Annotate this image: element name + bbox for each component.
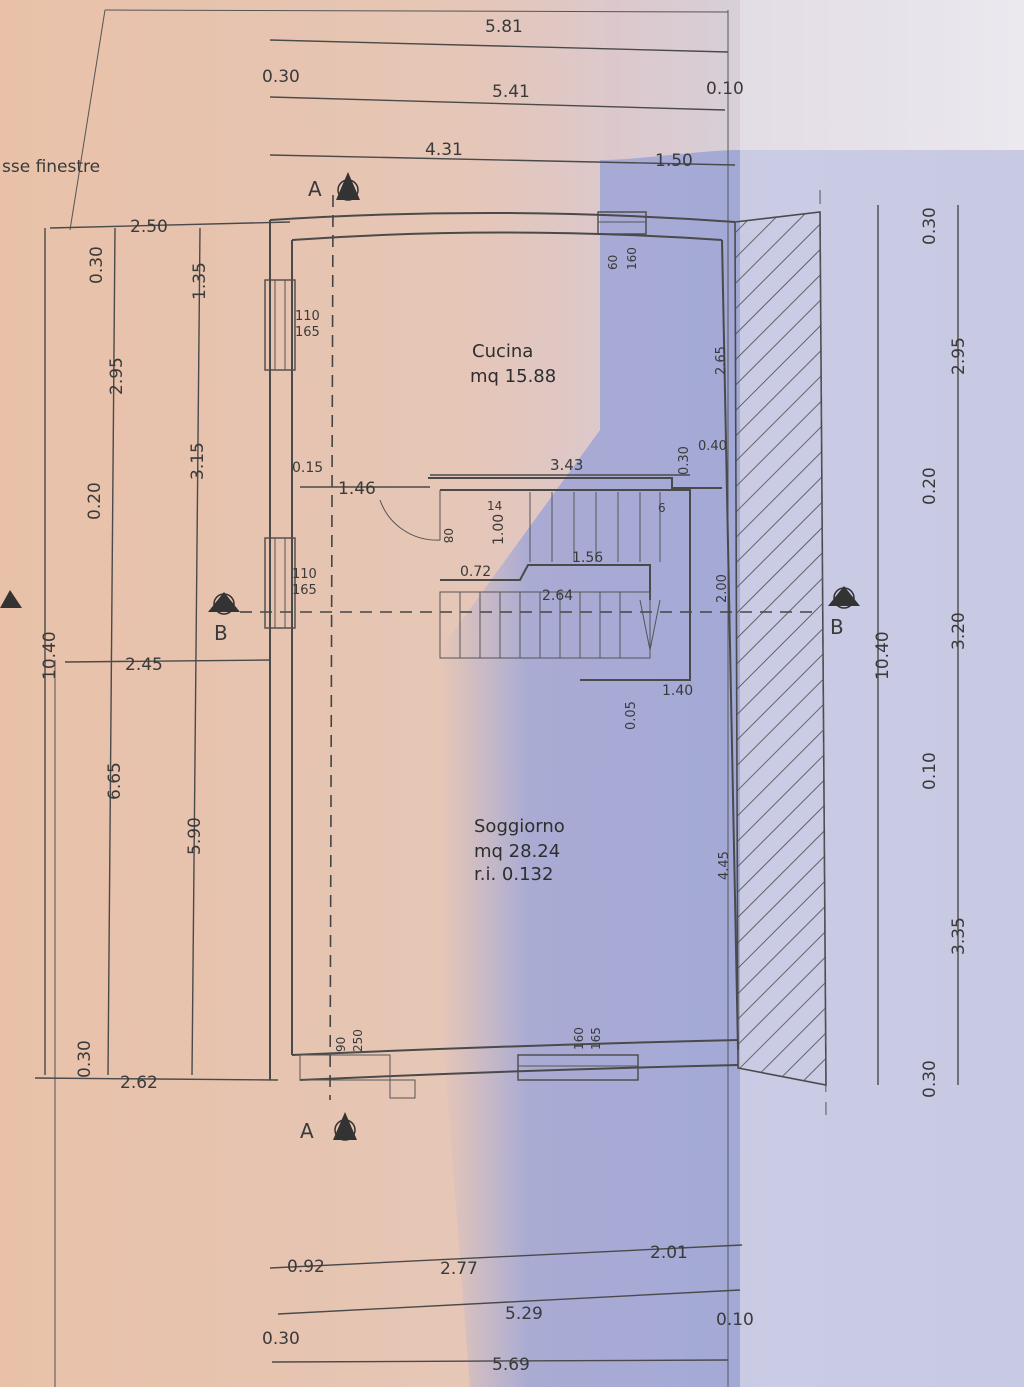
dim-kitchen-040: 0.40 <box>698 439 727 454</box>
window-bottom-height: 165 <box>589 1027 603 1050</box>
dim-kitchen-343: 3.43 <box>550 456 583 474</box>
dim-kitchen-265: 2.65 <box>714 346 729 375</box>
dim-top-right: 1.50 <box>655 151 693 171</box>
dim-left-outer-665: 6.65 <box>105 762 125 800</box>
section-b-left-label: B <box>214 621 228 645</box>
dim-stair-264: 2.64 <box>542 588 573 604</box>
dim-left-outer-020: 0.20 <box>85 482 105 520</box>
dim-top-inner: 5.41 <box>492 82 530 102</box>
dim-right-335: 3.35 <box>949 917 969 955</box>
dim-right-020: 0.20 <box>920 467 940 505</box>
dim-left-inner-135: 1.35 <box>190 262 210 300</box>
dim-right-030b: 0.30 <box>920 1060 940 1098</box>
window-left-upper: 110 165 <box>264 279 320 371</box>
window-top-width: 60 <box>606 255 620 270</box>
right-dimensions: 10.40 0.30 2.95 0.20 3.20 0.10 3.35 0.30 <box>873 205 969 1098</box>
header-note: sse finestre <box>2 157 100 177</box>
dim-left-outer-030: 0.30 <box>87 246 107 284</box>
section-b-right-label: B <box>830 615 844 639</box>
window-left-lower-width: 110 <box>292 567 317 582</box>
dim-bottom-529: 5.29 <box>505 1304 543 1324</box>
dim-left-outer-030b: 0.30 <box>75 1040 95 1078</box>
dim-right-320: 3.20 <box>949 612 969 650</box>
dim-stair-14: 14 <box>487 499 502 513</box>
door-height: 250 <box>351 1029 365 1052</box>
dim-stair-072: 0.72 <box>460 564 491 580</box>
room-kitchen-name: Cucina <box>472 341 533 362</box>
interior-dimensions: 0.15 1.46 3.43 0.30 0.40 2.65 14 6 08 1.… <box>292 346 732 880</box>
room-kitchen: Cucina mq 15.88 <box>470 341 556 387</box>
section-marker-a-top: A <box>308 172 360 201</box>
dim-left-245: 2.45 <box>125 655 163 675</box>
room-living-name: Soggiorno <box>474 816 565 837</box>
dim-stair-140: 1.40 <box>662 683 693 699</box>
dim-stair-200: 2.00 <box>715 574 730 603</box>
window-top: 60 160 <box>597 211 647 270</box>
room-kitchen-area: mq 15.88 <box>470 366 556 387</box>
dim-top-wall: 0.30 <box>262 67 300 87</box>
dim-living-445: 4.45 <box>717 851 732 880</box>
room-living: Soggiorno mq 28.24 r.i. 0.132 <box>474 816 565 885</box>
dim-bottom-010: 0.10 <box>716 1310 754 1330</box>
window-left-lower-height: 165 <box>292 583 317 598</box>
dim-right-030: 0.30 <box>920 207 940 245</box>
dim-stair-005: 0.05 <box>624 701 639 730</box>
dim-stair-146: 1.46 <box>338 479 376 499</box>
left-dimensions: 2.50 10.40 0.30 2.95 0.20 6.65 0.30 1.35… <box>34 217 291 1093</box>
window-left-upper-width: 110 <box>295 309 320 324</box>
building-walls <box>269 211 739 1099</box>
window-left-lower: 110 165 <box>264 537 317 629</box>
dim-kitchen-030: 0.30 <box>677 446 692 475</box>
dim-stair-08: 08 <box>441 528 455 543</box>
dim-right-295: 2.95 <box>949 337 969 375</box>
staircase <box>379 477 722 681</box>
dim-stair-100: 1.00 <box>491 514 507 545</box>
hatched-party-wall <box>734 211 827 1086</box>
dim-left-262: 2.62 <box>120 1073 158 1093</box>
section-marker-a-bottom: A <box>300 1112 357 1143</box>
sheet-edge-topleft <box>69 9 106 231</box>
dim-left-inner-590: 5.90 <box>185 817 205 855</box>
dim-top-right-wall: 0.10 <box>706 79 744 99</box>
dim-bottom-277: 2.77 <box>440 1259 478 1279</box>
dim-left-outer-1040: 10.40 <box>40 631 60 680</box>
room-living-ratio: r.i. 0.132 <box>474 864 553 885</box>
dim-right-010: 0.10 <box>920 752 940 790</box>
section-a-top-label: A <box>308 177 322 201</box>
bottom-dimensions: 0.92 2.77 2.01 5.29 0.10 0.30 5.69 <box>262 1243 754 1375</box>
dim-kitchen-015: 0.15 <box>292 460 323 476</box>
section-line-a <box>329 194 334 1101</box>
dim-right-1040: 10.40 <box>873 631 893 680</box>
dim-bottom-201: 2.01 <box>650 1243 688 1263</box>
dash-right-wall <box>819 189 827 1116</box>
sheet-edge-top <box>104 9 729 13</box>
dim-top-kitchen: 4.31 <box>425 140 463 160</box>
section-marker-b-right: B <box>828 586 860 639</box>
room-living-area: mq 28.24 <box>474 841 560 862</box>
dim-bottom-030: 0.30 <box>262 1329 300 1349</box>
dim-left-outer-295: 2.95 <box>107 357 127 395</box>
window-left-upper-height: 165 <box>295 325 320 340</box>
dim-bottom-092: 0.92 <box>287 1257 325 1277</box>
dim-left-250: 2.50 <box>130 217 168 237</box>
top-dimensions: 5.81 0.30 5.41 0.10 4.31 1.50 sse finest… <box>2 17 744 177</box>
window-bottom-width: 160 <box>572 1027 586 1050</box>
door-width: 90 <box>334 1037 348 1052</box>
dim-top-total: 5.81 <box>485 17 523 37</box>
dim-bottom-569: 5.69 <box>492 1355 530 1375</box>
dim-left-inner-315: 3.15 <box>188 442 208 480</box>
door-bottom-left: 90 250 <box>334 1029 365 1052</box>
section-marker-b-edge <box>0 590 22 608</box>
section-marker-b-left: B <box>208 592 240 645</box>
dim-stair-6: 6 <box>658 501 666 515</box>
section-a-bottom-label: A <box>300 1119 314 1143</box>
window-bottom: 160 165 <box>517 1027 639 1081</box>
dim-stair-156: 1.56 <box>572 550 603 566</box>
window-top-height: 160 <box>625 247 639 270</box>
